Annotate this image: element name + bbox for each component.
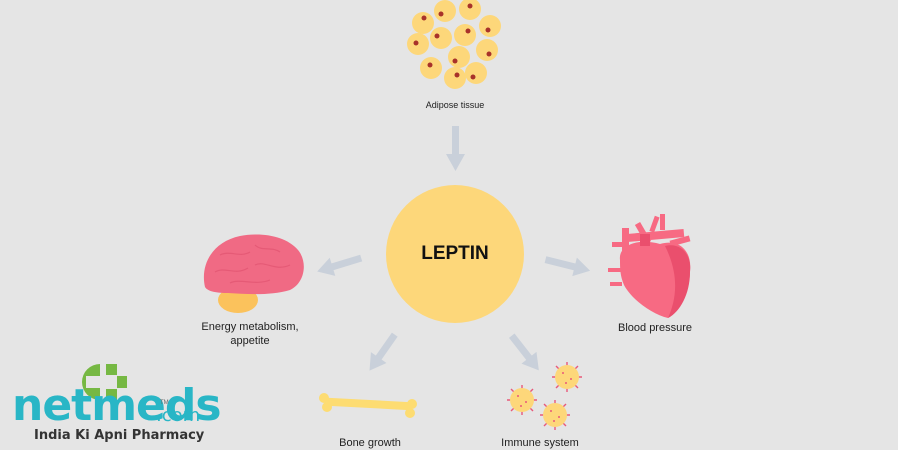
brain-label-line2: appetite bbox=[230, 335, 270, 347]
immune-cells-icon bbox=[507, 362, 582, 430]
logo-brand: netmeds bbox=[12, 380, 222, 431]
bone-icon bbox=[319, 393, 417, 418]
logo-tagline: India Ki Apni Pharmacy bbox=[34, 428, 205, 443]
immune-label: Immune system bbox=[501, 437, 579, 449]
brain-label: Energy metabolism, appetite bbox=[180, 320, 320, 348]
arrow-adipose-to-leptin bbox=[446, 126, 465, 171]
logo-trademark: TM bbox=[160, 400, 169, 406]
bone-label: Bone growth bbox=[339, 437, 401, 449]
arrow-leptin-to-brain bbox=[317, 254, 363, 276]
brain-label-line1: Energy metabolism, bbox=[201, 321, 299, 333]
logo-suffix: .com bbox=[156, 405, 201, 426]
heart-label: Blood pressure bbox=[618, 322, 692, 334]
arrow-leptin-to-heart bbox=[544, 256, 591, 277]
fat-cells-icon bbox=[407, 0, 501, 89]
heart-icon bbox=[608, 214, 691, 318]
adipose-tissue-label: Adipose tissue bbox=[425, 100, 485, 110]
brain-icon bbox=[203, 234, 304, 313]
leptin-label: LEPTIN bbox=[421, 243, 489, 264]
arrow-leptin-to-immune bbox=[508, 333, 539, 371]
leptin-circle bbox=[386, 185, 524, 323]
netmeds-plus-icon bbox=[82, 364, 127, 400]
arrow-leptin-to-bone bbox=[369, 332, 398, 371]
